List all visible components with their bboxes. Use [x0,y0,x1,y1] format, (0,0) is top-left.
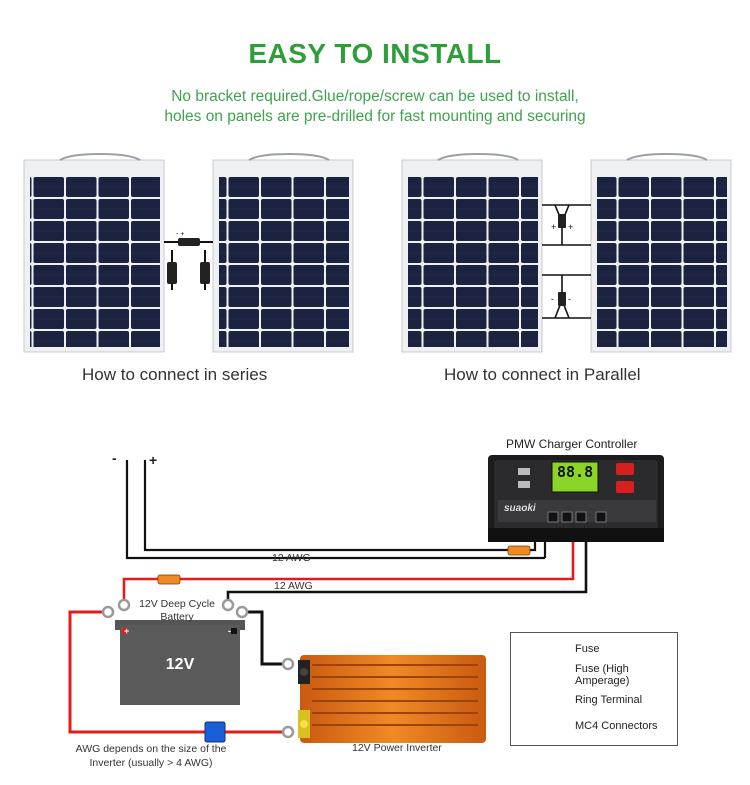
legend-label: Fuse [575,643,600,655]
legend-item-mc4: MC4 Connectors [567,716,658,736]
legend-item-high-amp-fuse: Fuse (High Amperage) [567,663,677,687]
awg-label-top: 12 AWG [272,552,311,564]
controller-display: 88.8 [557,463,594,481]
svg-text:+: + [568,222,573,232]
parallel-mc4-connectors: + + - - [542,204,591,319]
charge-controller [488,455,664,542]
legend-label: Fuse (High Amperage) [575,663,630,687]
legend-label: MC4 Connectors [575,720,658,732]
page-title: EASY TO INSTALL [248,38,502,69]
svg-text:-: - [228,626,231,636]
solar-panel-series-right [212,152,354,353]
legend-item-ring-terminal: Ring Terminal [567,690,642,710]
subtitle-line-2: holes on panels are pre-drilled for fast… [164,108,586,125]
svg-text:+: + [124,626,129,636]
svg-text:-: - [568,294,571,304]
legend-item-fuse: Fuse [567,639,599,659]
power-inverter [298,655,486,743]
high-amp-fuse-icon [204,721,226,743]
positive-terminal-label: + [149,452,158,468]
battery-label: 12V Deep Cycle Battery [139,598,215,623]
controller-brand: suaoki [504,503,536,514]
legend-label: Ring Terminal [575,694,643,706]
battery-voltage: 12V [165,656,195,673]
awg-label-bottom: 12 AWG [274,580,313,592]
series-caption: How to connect in series [82,365,268,384]
inverter-label: 12V Power Inverter [352,742,442,754]
negative-terminal-label: - [112,450,117,466]
fuse-icon [507,545,531,556]
controller-label: PMW Charger Controller [506,437,638,451]
solar-panel-parallel-right [590,152,732,353]
svg-text:- +: - + [176,231,184,238]
parallel-caption: How to connect in Parallel [444,365,641,384]
fuse-icon [157,574,181,585]
solar-panel-parallel-left [401,152,543,353]
subtitle-line-1: No bracket required.Glue/rope/screw can … [171,88,579,105]
svg-text:-: - [551,294,554,304]
legend: Fuse Fuse (High Amperage) Ring Terminal … [510,632,678,746]
solar-panel-series-left [23,152,165,353]
series-mc4-connector: - + [164,231,213,290]
battery: + - [115,620,245,705]
svg-text:+: + [551,222,556,232]
awg-note: AWG depends on the size of the Inverter … [75,743,227,769]
